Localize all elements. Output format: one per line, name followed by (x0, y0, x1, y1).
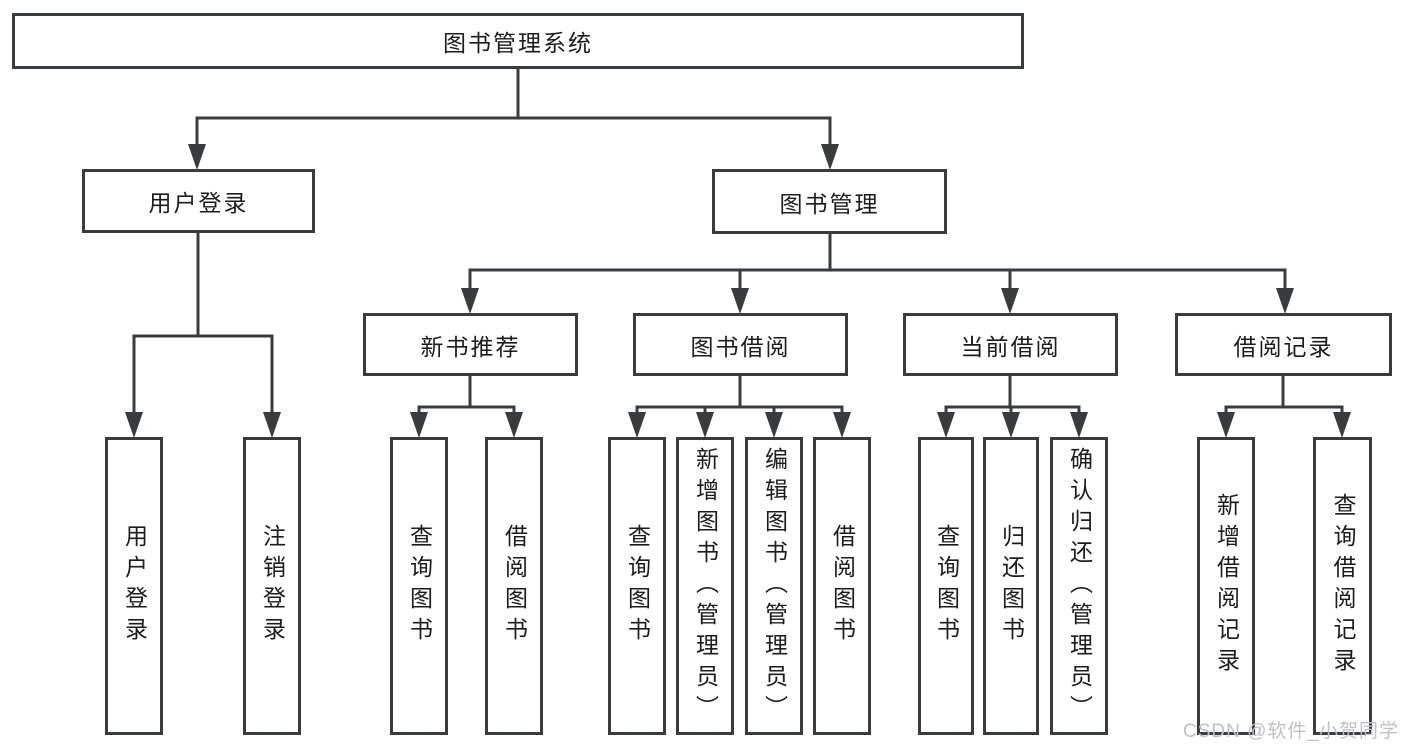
leaf-edit-books-admin: 编辑图书（管理员） (745, 437, 803, 735)
arrow-down-icon (765, 412, 783, 438)
node-book-borrow: 图书借阅 (633, 313, 848, 376)
arrow-down-icon (937, 412, 955, 438)
leaf-query-borrow-record-label: 查询借阅记录 (1330, 493, 1356, 679)
arrow-down-icon (1333, 412, 1351, 438)
leaf-confirm-return-admin-label: 确认归还（管理员） (1066, 446, 1093, 726)
arrow-down-icon (410, 412, 428, 438)
leaf-query-books-recommend: 查询图书 (390, 437, 448, 735)
leaf-edit-books-admin-label: 编辑图书（管理员） (761, 446, 788, 726)
leaf-borrow-books-label: 借阅图书 (829, 524, 856, 648)
leaf-borrow-books-recommend-label: 借阅图书 (501, 524, 528, 648)
node-user-login: 用户登录 (82, 169, 315, 233)
arrow-down-icon (1217, 412, 1235, 438)
leaf-query-books-current-label: 查询图书 (933, 524, 960, 648)
arrow-down-icon (461, 288, 479, 314)
watermark: CSDN @软件_小贺同学 (1183, 721, 1399, 742)
arrow-down-icon (188, 144, 206, 170)
connector-path (132, 66, 1344, 434)
leaf-borrow-books: 借阅图书 (813, 437, 871, 735)
node-user-login-label: 用户登录 (148, 190, 249, 216)
node-root: 图书管理系统 (12, 13, 1024, 69)
node-book-borrow-label: 图书借阅 (690, 333, 791, 360)
node-current-borrow-label: 当前借阅 (960, 333, 1061, 360)
arrow-down-icon (833, 412, 851, 438)
leaf-logout-label: 注销登录 (259, 524, 286, 648)
node-current-borrow: 当前借阅 (903, 313, 1118, 376)
arrow-down-icon (821, 144, 839, 170)
leaf-user-login: 用户登录 (105, 437, 163, 735)
leaf-return-books: 归还图书 (983, 437, 1039, 735)
arrow-down-icon (505, 412, 523, 438)
leaf-query-borrow-record: 查询借阅记录 (1313, 437, 1372, 735)
leaf-return-books-label: 归还图书 (998, 524, 1025, 648)
leaf-query-books-current: 查询图书 (918, 437, 974, 735)
node-book-management-label: 图书管理 (779, 190, 880, 217)
leaf-logout: 注销登录 (243, 437, 301, 735)
arrow-down-icon (1001, 288, 1019, 314)
leaf-query-books-recommend-label: 查询图书 (406, 524, 433, 648)
node-borrow-records-label: 借阅记录 (1233, 333, 1334, 360)
leaf-query-books-borrow-label: 查询图书 (624, 524, 651, 648)
leaf-user-login-label: 用户登录 (121, 524, 148, 648)
arrow-down-icon (628, 412, 646, 438)
leaf-query-books-borrow: 查询图书 (608, 437, 666, 735)
node-new-book-recommend-label: 新书推荐 (420, 333, 521, 360)
arrow-down-icon (1002, 412, 1020, 438)
node-borrow-records: 借阅记录 (1175, 313, 1392, 376)
node-root-label: 图书管理系统 (443, 30, 593, 56)
arrow-down-icon (125, 412, 143, 438)
leaf-add-books-admin-label: 新增图书（管理员） (692, 446, 719, 726)
arrow-down-icon (263, 412, 281, 438)
arrow-down-icon (1276, 288, 1294, 314)
leaf-add-borrow-record-label: 新增借阅记录 (1213, 493, 1240, 679)
arrow-down-icon (1070, 412, 1088, 438)
leaf-add-books-admin: 新增图书（管理员） (676, 437, 734, 735)
arrow-down-icon (731, 288, 749, 314)
leaf-add-borrow-record: 新增借阅记录 (1197, 437, 1255, 735)
node-book-management: 图书管理 (712, 169, 947, 234)
leaf-confirm-return-admin: 确认归还（管理员） (1050, 437, 1108, 735)
node-new-book-recommend: 新书推荐 (363, 313, 578, 376)
arrow-down-icon (696, 412, 714, 438)
leaf-borrow-books-recommend: 借阅图书 (485, 437, 543, 735)
